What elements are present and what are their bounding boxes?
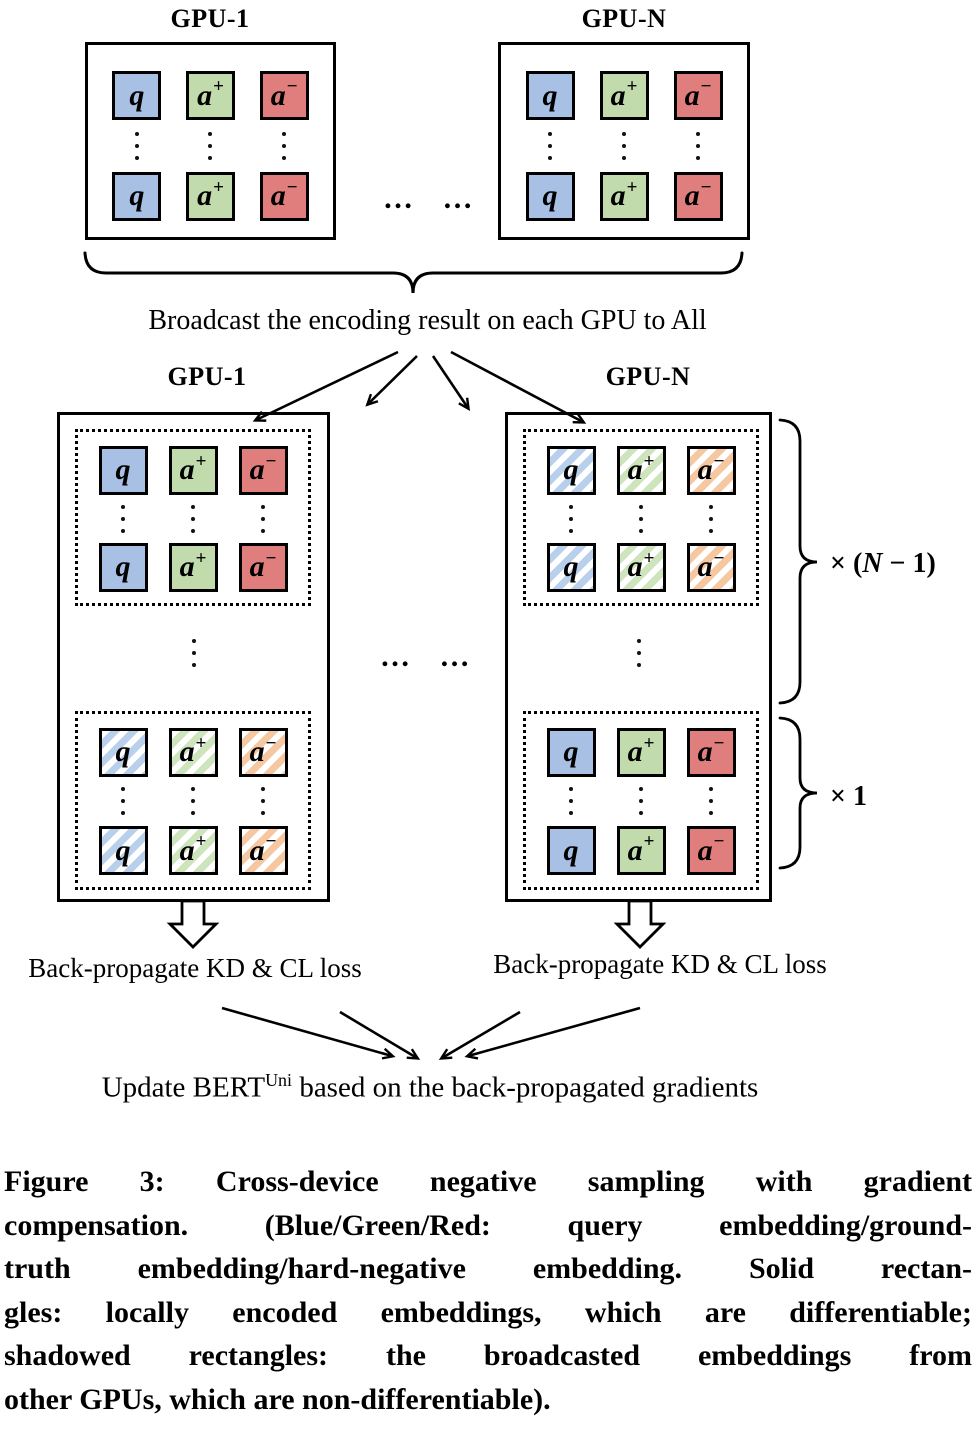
gpu1-local-embeddings-block: q a+ a− q a+ a−: [75, 429, 311, 606]
vertical-ellipsis: [548, 131, 552, 160]
caption-line: gles: locally encoded embeddings, which …: [4, 1295, 972, 1329]
bottom-horizontal-ellipsis: … …: [380, 640, 473, 673]
caption-line: shadowed rectangles: the broadcasted emb…: [4, 1339, 972, 1372]
vertical-ellipsis: [639, 787, 643, 816]
embedding-square-pos-hatch: a+: [168, 826, 218, 876]
gpun-broadcast-embeddings-block: q a+ a− q a+ a−: [523, 429, 759, 606]
broadcast-label: Broadcast the encoding result on each GP…: [148, 305, 707, 336]
gpu1-broadcast-embeddings-block: q a+ a− q a+ a−: [75, 711, 311, 890]
embedding-square-q-solid: q: [525, 71, 575, 121]
embedding-square-pos-solid: a+: [168, 542, 218, 592]
vertical-ellipsis: [191, 504, 195, 533]
vertical-ellipsis: [696, 131, 700, 160]
broadcast-fan-arrows: [252, 350, 587, 424]
block-arrows: [166, 899, 667, 949]
embedding-square-q-solid: q: [525, 171, 575, 221]
vertical-ellipsis: [282, 131, 287, 160]
brace-n-minus-1: [778, 418, 818, 705]
top-gpun-box: q a+ a− q a+ a−: [498, 42, 750, 240]
vertical-ellipsis: [191, 639, 196, 667]
caption-line: truth embedding/hard-negative embedding.…: [4, 1252, 972, 1285]
gpun-local-embeddings-block: q a+ a− q a+ a−: [523, 711, 759, 890]
embedding-square-pos-solid: a+: [185, 71, 235, 121]
embedding-square-q-hatch: q: [98, 727, 148, 777]
embedding-square-neg-solid: a−: [238, 542, 288, 592]
vertical-ellipsis: [639, 504, 643, 533]
vertical-ellipsis: [622, 131, 626, 160]
vertical-ellipsis: [121, 504, 125, 533]
backprop-left-label: Back-propagate KD & CL loss: [28, 953, 362, 983]
embedding-square-neg-solid: a−: [673, 171, 723, 221]
backprop-right-label: Back-propagate KD & CL loss: [493, 949, 827, 979]
top-gpu1-title: GPU-1: [170, 4, 250, 33]
top-gpun-title: GPU-N: [581, 4, 667, 33]
embedding-square-q-solid: q: [98, 542, 148, 592]
vertical-ellipsis: [121, 787, 125, 816]
embedding-square-q-solid: q: [112, 71, 162, 121]
vertical-ellipsis: [569, 504, 573, 533]
embedding-square-neg-solid: a−: [673, 71, 723, 121]
embedding-square-pos-hatch: a+: [616, 445, 666, 495]
vertical-ellipsis: [261, 504, 265, 533]
embedding-square-pos-hatch: a+: [616, 542, 666, 592]
embedding-square-pos-solid: a+: [599, 71, 649, 121]
embedding-square-q-hatch: q: [98, 826, 148, 876]
figure-caption: Figure 3: Cross-device negative sampling…: [4, 1160, 972, 1421]
top-gpu1-box: q a+ a− q a+ a−: [85, 42, 336, 240]
embedding-square-neg-solid: a−: [686, 727, 736, 777]
embedding-square-pos-solid: a+: [185, 171, 235, 221]
brace-times-1: [778, 716, 818, 870]
multiplier-bottom-label: × 1: [830, 781, 867, 812]
embedding-square-pos-solid: a+: [616, 727, 666, 777]
embedding-square-pos-solid: a+: [599, 171, 649, 221]
multiplier-top-label: × (N − 1): [830, 548, 936, 579]
bottom-gpu1-box: q a+ a− q a+ a− q a+ a− q a+ a−: [57, 412, 330, 902]
embedding-square-neg-solid: a−: [686, 826, 736, 876]
vertical-ellipsis: [134, 131, 139, 160]
block-arrow-right: [613, 899, 667, 949]
top-gpu1-embedding-grid: q a+ a− q a+ a−: [88, 45, 333, 237]
vertical-ellipsis: [636, 639, 641, 667]
embedding-square-q-solid: q: [98, 445, 148, 495]
embedding-square-q-solid: q: [546, 727, 596, 777]
vertical-ellipsis: [709, 504, 713, 533]
brace-horizontal: [83, 251, 744, 294]
embedding-square-q-hatch: q: [546, 542, 596, 592]
top-gpun-embedding-grid: q a+ a− q a+ a−: [501, 45, 747, 237]
embedding-square-neg-solid: a−: [259, 71, 309, 121]
embedding-square-pos-solid: a+: [616, 826, 666, 876]
update-bert-label: Update BERTUni based on the back-propaga…: [101, 1070, 759, 1104]
embedding-square-neg-hatch: a−: [686, 542, 736, 592]
embedding-square-neg-hatch: a−: [238, 826, 288, 876]
caption-line: Figure 3: Cross-device negative sampling…: [4, 1165, 972, 1198]
embedding-square-neg-solid: a−: [238, 445, 288, 495]
vertical-ellipsis: [709, 787, 713, 816]
vertical-ellipsis: [569, 787, 573, 816]
embedding-square-pos-solid: a+: [168, 445, 218, 495]
embedding-square-neg-solid: a−: [259, 171, 309, 221]
embedding-square-q-solid: q: [112, 171, 162, 221]
multiplier-braces: [778, 418, 818, 870]
caption-line: compensation. (Blue/Green/Red: query emb…: [4, 1208, 972, 1242]
embedding-square-pos-hatch: a+: [168, 727, 218, 777]
bottom-gpun-title: GPU-N: [605, 362, 691, 391]
embedding-square-q-solid: q: [546, 826, 596, 876]
vertical-ellipsis: [191, 787, 195, 816]
bottom-gpun-box: q a+ a− q a+ a− q a+ a− q a+ a−: [505, 412, 772, 902]
block-arrow-left: [166, 899, 220, 949]
top-horizontal-ellipsis: … …: [383, 182, 476, 215]
vertical-ellipsis: [261, 787, 265, 816]
embedding-square-neg-hatch: a−: [238, 727, 288, 777]
gradient-converge-arrows: [221, 1006, 641, 1060]
vertical-ellipsis: [208, 131, 213, 160]
embedding-square-neg-hatch: a−: [686, 445, 736, 495]
bottom-gpu1-title: GPU-1: [167, 362, 247, 391]
caption-line: other GPUs, which are non-differentiable…: [4, 1382, 551, 1416]
embedding-square-q-hatch: q: [546, 445, 596, 495]
